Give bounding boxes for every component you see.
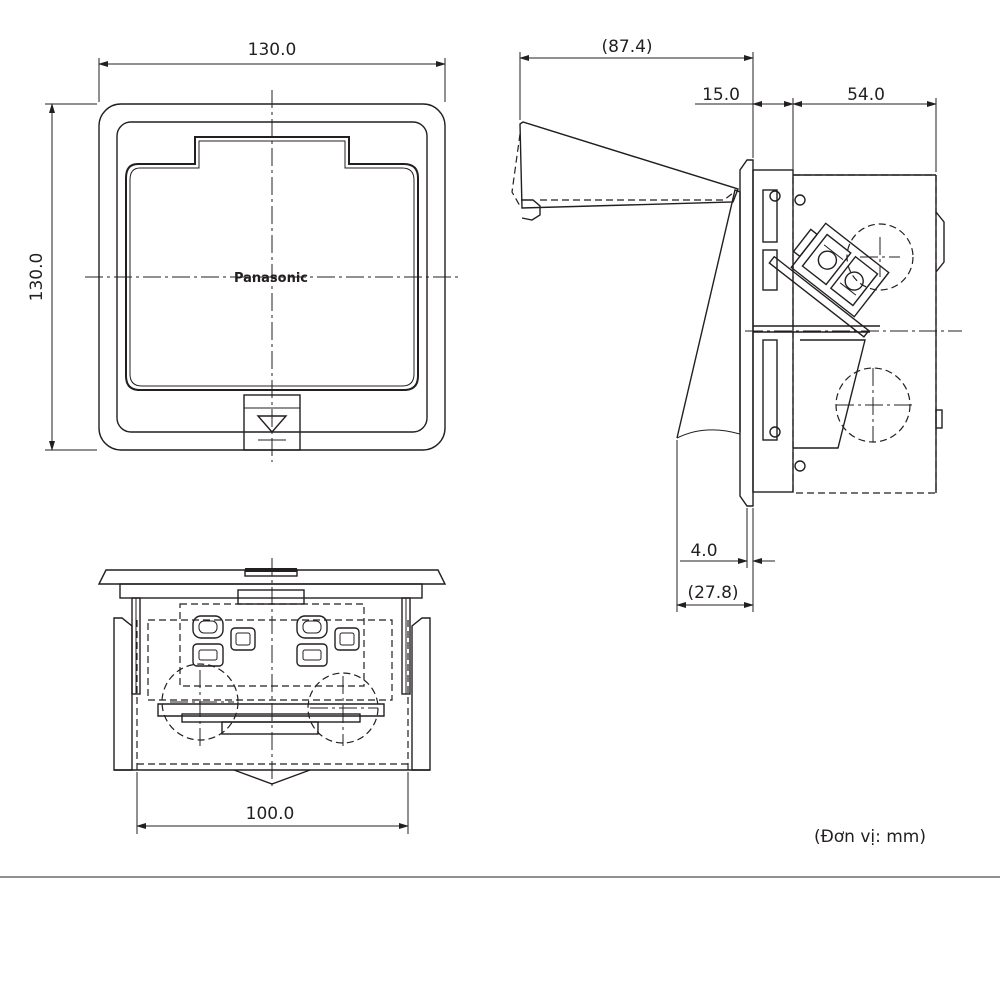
dim-plate-thickness: 4.0 <box>690 541 717 561</box>
dim-top-width: 130.0 <box>248 40 297 60</box>
dim-lid-offset: 15.0 <box>702 85 740 105</box>
dim-box-width: 100.0 <box>246 804 295 824</box>
dim-open-depth: (87.4) <box>601 37 652 57</box>
brand-logo: Panasonic <box>234 271 308 286</box>
dim-side-offset: (27.8) <box>687 583 738 603</box>
side-view: (87.4) 15.0 54.0 4.0 (27.8) <box>511 37 962 612</box>
socket-left <box>192 615 256 667</box>
dim-box-depth: 54.0 <box>847 85 885 105</box>
top-view: Panasonic 130.0 130.0 <box>27 40 458 462</box>
front-view: 100.0 <box>97 558 447 834</box>
socket-right <box>296 615 360 667</box>
dim-top-height: 130.0 <box>27 253 47 302</box>
unit-note: (Đơn vị: mm) <box>814 827 926 847</box>
